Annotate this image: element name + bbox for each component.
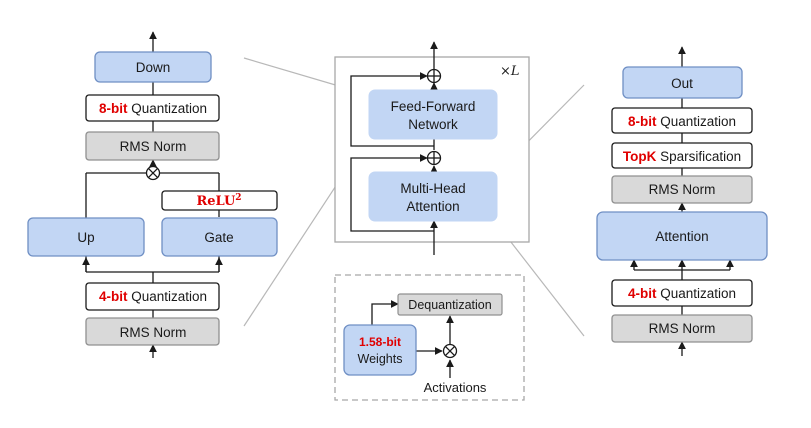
weights-bits-label: 1.58-bit: [359, 335, 401, 349]
repeat-count-label: ×L: [500, 64, 520, 79]
ffn-up-box: [27, 217, 145, 257]
bitlinear-multiply-icon: [442, 343, 458, 359]
ffn-quantization-bottom-text: 4-bit Quantization: [99, 289, 207, 304]
multi-head-attention-line1: Multi-Head: [400, 181, 465, 196]
attn-out-label: Out: [671, 76, 693, 91]
ffn-down-box: [94, 51, 212, 83]
ffn-detail-panel: Down 8-bit Quantization RMS Norm ReLU2 U…: [27, 31, 278, 358]
topk-sparsification-text: TopK Sparsification: [623, 149, 741, 164]
attn-rms-norm-top-box: [611, 175, 753, 204]
ffn-gate-box: [161, 217, 278, 257]
dequantization-label: Dequantization: [408, 298, 491, 312]
bitlinear-panel: Dequantization 1.58-bit Weights Activati…: [334, 274, 525, 401]
transformer-block-panel: ×L Feed-Forward Network Multi-Head Atten…: [334, 41, 530, 255]
topk-sparsification-box: [611, 142, 753, 169]
feed-forward-box: [368, 89, 498, 140]
feed-forward-line1: Feed-Forward: [391, 99, 476, 114]
ffn-activation-box: [161, 190, 278, 211]
multi-head-attention-box: [368, 171, 498, 222]
add-node-top-icon: [426, 68, 442, 84]
ffn-down-label: Down: [136, 60, 171, 75]
weights-box: [343, 324, 417, 376]
ffn-up-label: Up: [77, 230, 94, 245]
feed-forward-line2: Network: [408, 117, 458, 132]
dequantization-box: [397, 293, 503, 316]
ffn-rms-norm-bottom-box: [85, 317, 220, 346]
attention-label: Attention: [655, 229, 708, 244]
attn-quantization-top-text: 8-bit Quantization: [628, 114, 736, 129]
multi-head-attention-line2: Attention: [406, 199, 459, 214]
attn-quantization-bottom-box: [611, 279, 753, 307]
ffn-multiply-icon: [145, 165, 161, 181]
ffn-rms-norm-bottom-label: RMS Norm: [120, 325, 187, 340]
activations-label: Activations: [424, 380, 487, 395]
ffn-quantization-bottom-box: [85, 282, 220, 311]
add-node-bottom-icon: [426, 150, 442, 166]
attn-quantization-bottom-text: 4-bit Quantization: [628, 286, 736, 301]
ffn-gate-label: Gate: [204, 230, 233, 245]
ffn-rms-norm-top-box: [85, 131, 220, 161]
attn-out-box: [622, 66, 743, 99]
ffn-rms-norm-top-label: RMS Norm: [120, 139, 187, 154]
ffn-quantization-top-box: [85, 94, 220, 122]
ffn-quantization-top-text: 8-bit Quantization: [99, 101, 207, 116]
weights-word-label: Weights: [358, 352, 403, 366]
attn-rms-norm-bottom-box: [611, 314, 753, 343]
attn-quantization-top-box: [611, 107, 753, 134]
attention-detail-panel: Out 8-bit Quantization TopK Sparsificati…: [596, 46, 768, 356]
ffn-activation-text: ReLU2: [196, 193, 241, 209]
attention-box: [596, 211, 768, 261]
attn-rms-norm-top-label: RMS Norm: [649, 182, 716, 197]
attn-rms-norm-bottom-label: RMS Norm: [649, 321, 716, 336]
